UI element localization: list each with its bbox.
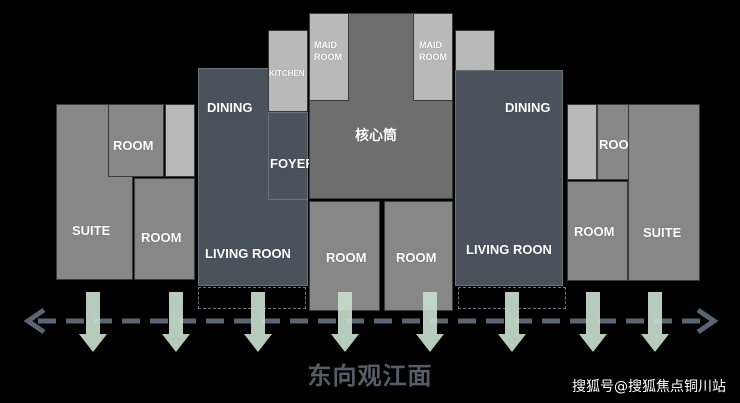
dining-right-label: DINING: [505, 100, 551, 115]
room-center-right-label: ROOM: [396, 250, 437, 265]
maid-right-line1: MAID: [419, 40, 442, 50]
view-arrow-2: [162, 292, 190, 352]
suite-left-label: SUITE: [72, 223, 111, 238]
watermark: 搜狐号@搜狐焦点铜川站: [572, 379, 726, 395]
room-right-bottom: ROOM: [567, 181, 628, 281]
kitchen-left: KITCHEN: [268, 30, 308, 112]
room-center-right: ROOM: [384, 201, 453, 311]
maid-room-left: MAID ROOM: [309, 13, 349, 101]
closet-right: [567, 104, 597, 180]
maid-room-right: MAID ROOM: [413, 13, 453, 101]
view-line-left-arrowhead: [23, 307, 46, 335]
living-block-right: DINING LIVING ROON: [455, 70, 563, 286]
suite-right: SUITE: [628, 104, 700, 281]
room-left-bottom-label: ROOM: [141, 230, 182, 245]
view-arrow-7: [579, 292, 607, 352]
maid-left-line2: ROOM: [314, 52, 342, 62]
maid-left-line1: MAID: [314, 40, 337, 50]
view-line-right-arrowhead: [696, 307, 719, 335]
suite-right-label: SUITE: [643, 225, 682, 240]
view-arrow-8: [641, 292, 669, 352]
dining-left-label: DINING: [207, 100, 253, 115]
maid-right-line2: ROOM: [419, 52, 447, 62]
room-left-bottom: ROOM: [134, 178, 195, 280]
core-label: 核心筒: [355, 127, 397, 143]
diagram-title: 东向观江面: [307, 362, 433, 390]
kitchen-left-label: KITCHEN: [269, 69, 305, 78]
room-center-left-label: ROOM: [326, 250, 367, 265]
foyer-left: FOYER: [268, 112, 315, 200]
view-arrow-5: [416, 292, 444, 352]
living-left-label: LIVING ROON: [205, 246, 291, 261]
view-arrow-4: [331, 292, 359, 352]
view-arrow-1: [79, 292, 107, 352]
closet-left: [165, 104, 195, 177]
foyer-left-label: FOYER: [270, 156, 315, 171]
view-arrow-6: [498, 292, 526, 352]
view-arrow-3: [244, 292, 272, 352]
room-left-top-label: ROOM: [113, 138, 154, 153]
room-left-top: ROOM: [108, 104, 164, 177]
living-right-label: LIVING ROON: [466, 242, 552, 257]
room-right-bottom-label: ROOM: [574, 224, 615, 239]
